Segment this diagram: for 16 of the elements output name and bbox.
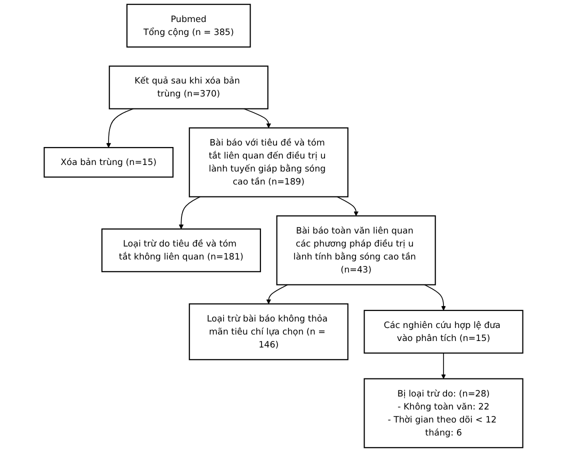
arrow (243, 108, 272, 128)
node-box: Loại trừ do tiêu đề và tóm tắt không liên quan (n=181) (101, 228, 261, 272)
node-box: Bài báo với tiêu đề và tóm tắt liên quan đến điều trị u lành tuyến giáp bằng sóng cao tần (n=189) (188, 127, 348, 198)
node-box: Bị loại trừ do: (n=28) - Không toàn văn: 22 - Thời gian theo dõi < 12 tháng: 6 (364, 378, 524, 448)
arrow (424, 284, 446, 311)
node-box: Pubmed Tổng cộng (n = 385) (126, 4, 251, 48)
arrow (266, 284, 288, 304)
arrow (178, 196, 201, 230)
arrow (336, 196, 358, 216)
arrow (441, 352, 446, 379)
node-box: Xóa bản trùng (n=15) (44, 147, 174, 178)
node-box: Bài báo toàn văn liên quan các phương pháp điều trị u lành tính bằng sóng cao tần (n=43) (276, 215, 436, 286)
node-box: Loại trừ bài báo không thỏa mãn tiêu chí lựa chọn (n = 146) (188, 303, 348, 360)
arrow (106, 108, 134, 148)
node-box: Các nghiên cứu hợp lệ đưa vào phân tích (n=15) (364, 310, 524, 354)
node-box: Kết quả sau khi xóa bản trùng (n=370) (108, 66, 268, 110)
